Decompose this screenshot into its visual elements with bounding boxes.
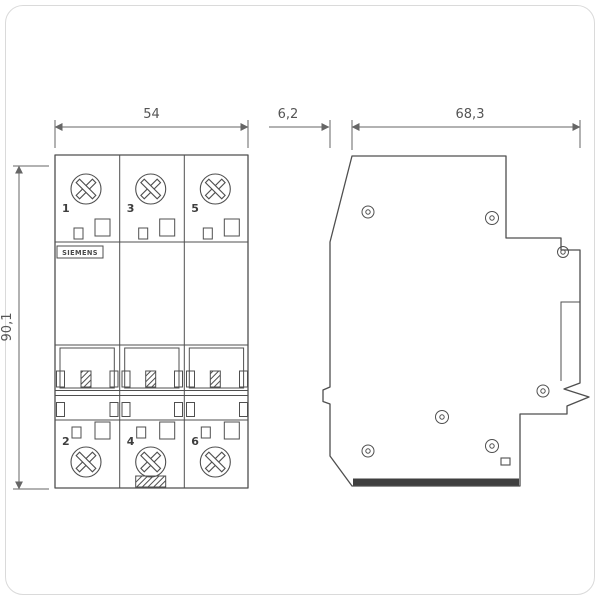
terminal-label-3: 3 bbox=[127, 202, 135, 215]
brand-label: SIEMENS bbox=[62, 249, 98, 257]
front-view: 1 3 5 SIEMENS bbox=[54, 154, 249, 489]
din-rail-base bbox=[353, 478, 519, 486]
dim-body-depth-label: 68,3 bbox=[456, 107, 485, 122]
side-view bbox=[322, 155, 590, 487]
bottom-detail bbox=[500, 457, 511, 466]
dim-body-depth: 68,3 bbox=[351, 107, 581, 150]
terminal-screw-3 bbox=[135, 173, 167, 205]
din-clip bbox=[560, 301, 580, 381]
terminal-screw-5 bbox=[199, 173, 231, 205]
side-profile-outline bbox=[322, 155, 590, 487]
siemens-logo: SIEMENS bbox=[56, 245, 104, 259]
rivet bbox=[557, 246, 569, 258]
rivet bbox=[536, 384, 550, 398]
breaker-body-outline bbox=[54, 154, 249, 489]
rivet bbox=[485, 211, 499, 225]
terminal-screw-4 bbox=[135, 446, 167, 478]
image-frame bbox=[5, 5, 595, 595]
dim-width-label: 54 bbox=[143, 107, 160, 122]
module-separators bbox=[55, 155, 248, 488]
test-strip bbox=[135, 475, 167, 488]
rivet bbox=[361, 205, 375, 219]
rivet bbox=[435, 410, 449, 424]
terminal-label-5: 5 bbox=[191, 202, 199, 215]
top-terminal-clamps bbox=[73, 218, 240, 240]
terminal-screw-1 bbox=[70, 173, 102, 205]
terminal-label-1: 1 bbox=[62, 202, 70, 215]
dim-height: 90,1 bbox=[0, 165, 49, 490]
dim-width: 54 bbox=[54, 107, 249, 148]
bottom-terminal-clamps bbox=[71, 421, 240, 440]
rivet bbox=[361, 444, 375, 458]
terminal-label-4: 4 bbox=[127, 435, 135, 448]
busbar-section bbox=[56, 347, 248, 417]
dim-height-label: 90,1 bbox=[0, 313, 15, 342]
dim-front-depth-label: 6,2 bbox=[278, 107, 299, 122]
terminal-label-2: 2 bbox=[62, 435, 70, 448]
terminal-label-6: 6 bbox=[191, 435, 199, 448]
terminal-screw-2 bbox=[70, 446, 102, 478]
terminal-screw-6 bbox=[199, 446, 231, 478]
dim-front-depth: 6,2 bbox=[269, 107, 331, 148]
rivet bbox=[485, 439, 499, 453]
